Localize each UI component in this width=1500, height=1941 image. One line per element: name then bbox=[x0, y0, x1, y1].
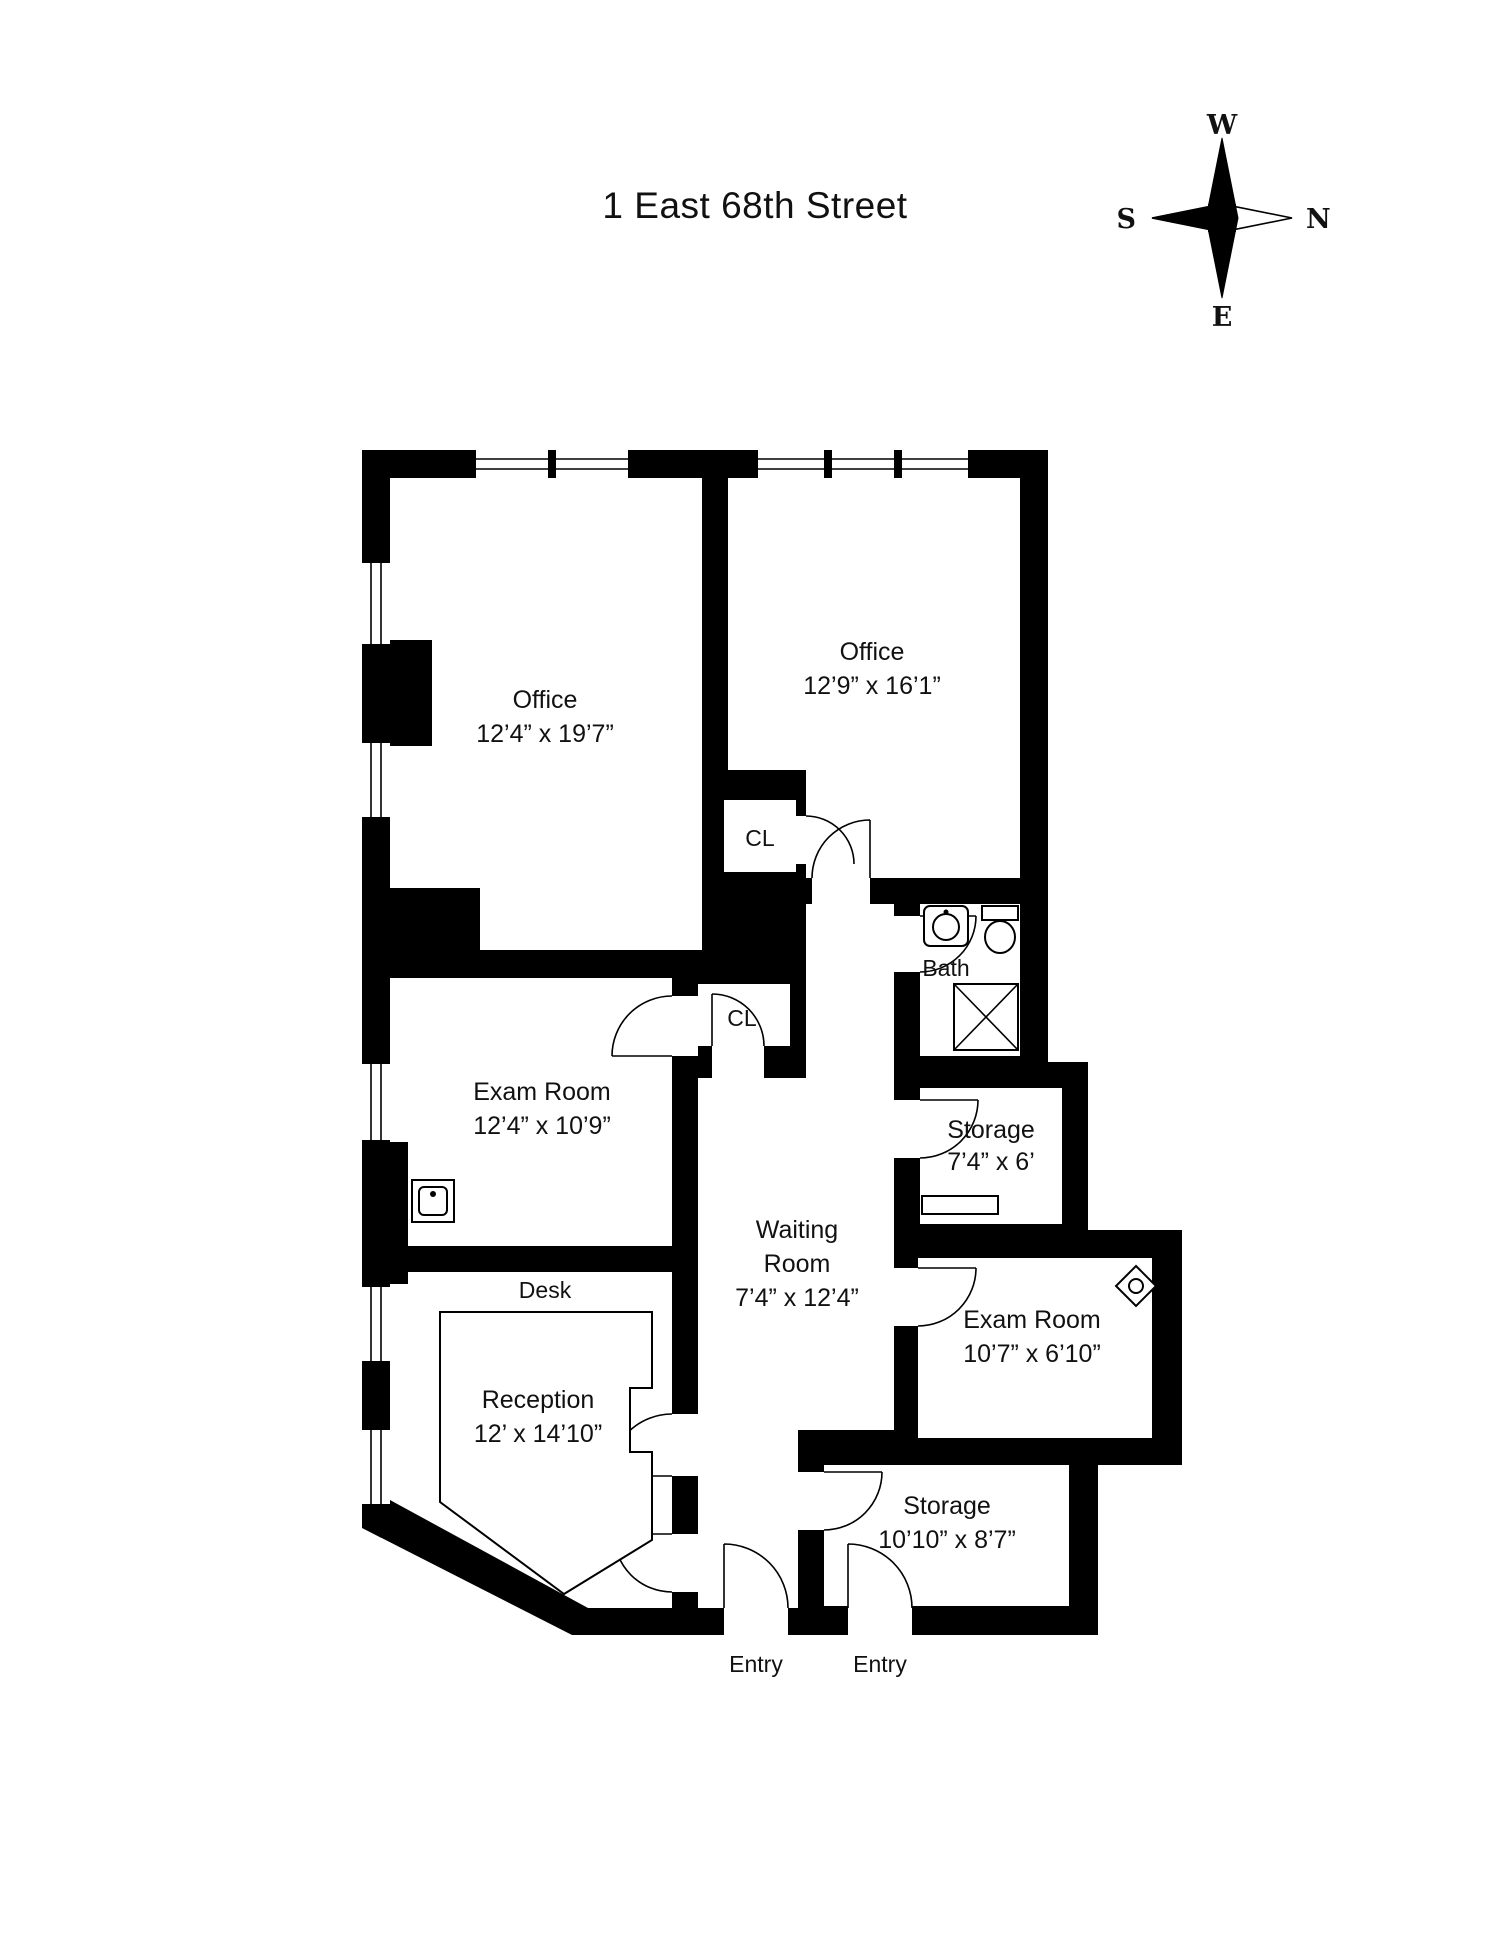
storage-shelf bbox=[921, 1195, 999, 1215]
office-left-name: Office bbox=[513, 686, 578, 714]
door-arc-storage-upper bbox=[919, 1099, 979, 1159]
compass-horizontal-arm-dark bbox=[1152, 204, 1222, 232]
waiting-dims: 7’4” x 12’4” bbox=[735, 1284, 859, 1312]
door-arc-exam-right bbox=[917, 1267, 977, 1327]
door-gap-bath bbox=[894, 916, 920, 972]
room-office-right bbox=[728, 478, 1020, 878]
door-arc-exam-left bbox=[611, 995, 673, 1057]
compass-center-square bbox=[1208, 204, 1236, 232]
door-arc-entry-left bbox=[723, 1543, 789, 1609]
door-gap-closet-lower bbox=[712, 1046, 764, 1078]
office-right-name: Office bbox=[840, 638, 905, 666]
storage-upper-name: Storage bbox=[947, 1116, 1035, 1144]
compass-rose: W E S N bbox=[1117, 110, 1331, 333]
window-office-left-top bbox=[476, 450, 628, 478]
exam-right-dims: 10’7” x 6’10” bbox=[963, 1340, 1101, 1368]
window-left-3 bbox=[362, 1064, 390, 1140]
window-left-5 bbox=[362, 1430, 390, 1504]
room-waiting bbox=[698, 1078, 894, 1430]
door-gap-reception-1 bbox=[672, 1414, 698, 1476]
room-office-left bbox=[390, 478, 702, 950]
office-right-dims: 12’9” x 16’1” bbox=[803, 672, 941, 700]
toilet-icon bbox=[981, 905, 1019, 954]
compass-north-label: N bbox=[1306, 204, 1331, 235]
window-left-4 bbox=[362, 1287, 390, 1361]
room-closet-upper bbox=[724, 800, 796, 872]
door-gap-entry-left bbox=[724, 1608, 788, 1635]
desk-label: Desk bbox=[519, 1277, 572, 1303]
door-gap-storage-upper bbox=[894, 1100, 920, 1158]
door-gap-storage-lower bbox=[798, 1472, 824, 1530]
door-gap-office-right bbox=[812, 878, 870, 904]
window-left-1 bbox=[362, 563, 390, 644]
entry-left-label: Entry bbox=[729, 1651, 783, 1677]
reception-name: Reception bbox=[482, 1386, 595, 1414]
room-labels: Office 12’4” x 19’7” Office 12’9” x 16’1… bbox=[473, 638, 1101, 1677]
storage-lower-name: Storage bbox=[903, 1492, 991, 1520]
exam-right-name: Exam Room bbox=[963, 1306, 1101, 1334]
storage-lower-dims: 10’10” x 8’7” bbox=[878, 1526, 1016, 1554]
shower-icon bbox=[953, 983, 1019, 1051]
door-arc-office-right bbox=[811, 819, 871, 879]
exam-right-sink-icon bbox=[1114, 1264, 1158, 1308]
door-gap-exam-right bbox=[894, 1268, 918, 1326]
bath-sink-icon bbox=[923, 905, 969, 947]
hallway bbox=[806, 904, 894, 1078]
wall-column bbox=[362, 1142, 408, 1284]
door-arc-closet-lower bbox=[711, 993, 765, 1047]
door-gap-entry-right bbox=[848, 1606, 912, 1635]
window-left-2 bbox=[362, 743, 390, 817]
exam-left-name: Exam Room bbox=[473, 1078, 611, 1106]
room-exam-right bbox=[918, 1258, 1152, 1438]
entry-right-label: Entry bbox=[853, 1651, 907, 1677]
page-title: 1 East 68th Street bbox=[602, 185, 907, 226]
reception-desk bbox=[439, 1311, 653, 1596]
waiting-name-2: Room bbox=[764, 1250, 831, 1278]
wall-column bbox=[362, 640, 432, 746]
door-gap-exam-left bbox=[672, 996, 698, 1056]
reception-dims: 12’ x 14’10” bbox=[474, 1420, 602, 1448]
door-arc-storage-lower bbox=[823, 1471, 883, 1531]
compass-west-label: W bbox=[1206, 110, 1238, 141]
door-gap-reception-2 bbox=[672, 1534, 698, 1592]
waiting-name-1: Waiting bbox=[756, 1216, 838, 1244]
compass-south-label: S bbox=[1117, 204, 1137, 235]
door-gap-closet-upper bbox=[796, 816, 806, 864]
closet-lower-label: CL bbox=[727, 1005, 757, 1031]
storage-upper-dims: 7’4” x 6’ bbox=[947, 1148, 1035, 1176]
closet-upper-label: CL bbox=[745, 825, 775, 851]
room-storage-lower bbox=[824, 1465, 1069, 1606]
bath-label: Bath bbox=[922, 955, 969, 981]
wall-column bbox=[362, 888, 480, 972]
exam-left-sink-icon bbox=[411, 1179, 455, 1223]
window-office-right-top bbox=[758, 450, 968, 478]
compass-east-label: E bbox=[1212, 302, 1233, 333]
door-arc-entry-right bbox=[847, 1543, 913, 1609]
door-arc-closet-upper bbox=[805, 815, 855, 865]
exam-left-dims: 12’4” x 10’9” bbox=[473, 1112, 611, 1140]
office-left-dims: 12’4” x 19’7” bbox=[476, 720, 614, 748]
